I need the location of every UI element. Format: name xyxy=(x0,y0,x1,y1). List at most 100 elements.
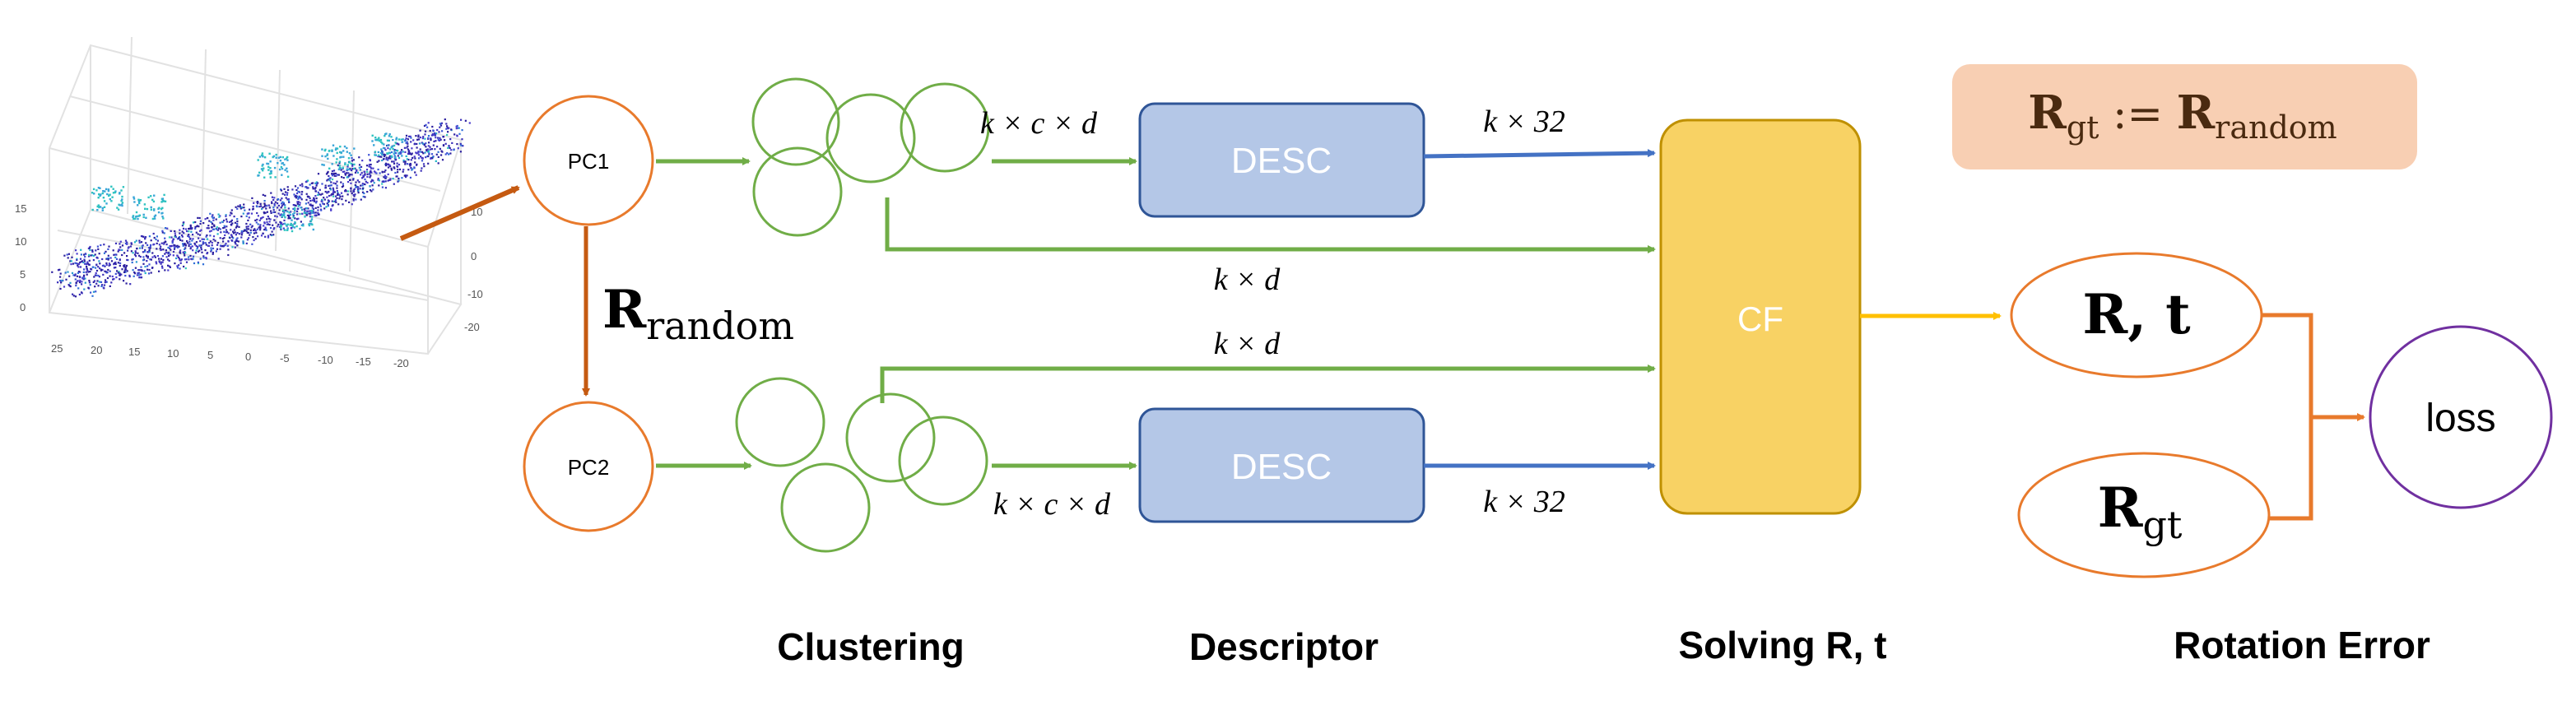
cloud-point xyxy=(386,139,389,142)
cloud-point xyxy=(319,193,322,196)
cloud-point xyxy=(73,274,77,276)
cloud-point xyxy=(219,244,222,247)
cloud-point xyxy=(328,150,331,152)
cloud-point xyxy=(262,169,264,172)
cloud-point xyxy=(179,252,182,254)
cloud-point xyxy=(133,241,137,244)
cloud-point xyxy=(153,255,156,258)
cloud-point xyxy=(431,156,435,159)
cloud-point xyxy=(242,212,244,215)
cloud-point xyxy=(245,222,248,225)
cloud-point xyxy=(97,266,100,268)
cloud-point xyxy=(245,230,248,233)
cloud-point xyxy=(323,198,326,201)
cloud-point xyxy=(219,248,221,250)
cloud-point xyxy=(195,244,198,248)
cloud-point xyxy=(189,248,192,250)
cloud-point xyxy=(317,182,319,184)
cloud-point xyxy=(330,184,332,187)
cloud-point xyxy=(411,169,413,171)
cloud-point xyxy=(101,209,104,211)
cloud-point xyxy=(435,132,438,135)
cloud-point xyxy=(349,179,351,181)
cloud-point xyxy=(279,221,281,223)
cluster-group-bottom xyxy=(735,377,988,553)
cloud-point xyxy=(167,269,170,272)
cloud-point xyxy=(392,139,394,142)
cloud-point xyxy=(385,165,388,167)
cloud-point xyxy=(245,215,248,217)
plot-z-ticks: 10 0 -10 -20 xyxy=(464,206,483,333)
plot-x-ticks: 25 20 15 10 5 0 -5 -10 -15 -20 xyxy=(51,342,409,369)
cloud-point xyxy=(195,241,198,244)
cloud-point xyxy=(288,211,291,214)
cloud-point xyxy=(407,169,410,171)
plot-x-tick: 25 xyxy=(51,342,63,355)
cloud-point xyxy=(262,232,264,234)
cloud-point xyxy=(409,176,412,179)
cloud-point xyxy=(296,192,299,195)
cloud-point xyxy=(130,250,133,253)
cloud-point xyxy=(58,268,61,271)
cloud-point xyxy=(286,214,289,216)
cloud-point xyxy=(153,194,156,197)
cloud-point xyxy=(137,215,140,217)
cloud-point xyxy=(124,275,127,277)
cloud-point xyxy=(398,152,401,155)
cloud-point xyxy=(309,213,312,216)
cloud-point xyxy=(280,224,282,226)
cloud-point xyxy=(143,250,146,253)
cloud-point xyxy=(439,138,442,141)
cloud-point xyxy=(386,163,388,165)
cloud-point xyxy=(301,212,304,215)
cloud-point xyxy=(461,138,463,141)
cloud-point xyxy=(371,140,374,142)
cloud-point xyxy=(261,165,263,167)
cloud-point xyxy=(69,281,72,284)
cloud-point xyxy=(114,272,117,275)
cloud-point xyxy=(161,261,164,263)
cloud-point xyxy=(269,227,272,230)
cloud-point xyxy=(76,253,78,255)
cloud-point xyxy=(150,239,152,242)
cloud-point xyxy=(225,229,228,231)
cloud-point xyxy=(188,228,190,230)
cloud-point xyxy=(362,174,365,177)
cloud-point xyxy=(163,193,165,197)
cloud-point xyxy=(370,163,372,166)
cloud-point xyxy=(135,211,138,214)
cloud-point xyxy=(384,180,387,183)
cloud-point xyxy=(388,148,392,151)
cloud-point xyxy=(268,152,271,155)
cloud-point xyxy=(300,193,303,196)
cloud-point xyxy=(95,269,99,272)
cloud-point xyxy=(398,164,401,166)
cloud-point xyxy=(95,189,98,192)
cloud-point xyxy=(442,144,445,147)
cloud-point xyxy=(160,261,163,263)
cloud-point xyxy=(398,177,400,180)
cloud-point xyxy=(88,259,91,262)
cloud-point xyxy=(377,179,379,181)
cloud-point xyxy=(237,205,239,207)
cloud-point xyxy=(299,202,301,204)
cloud-point xyxy=(299,203,301,207)
cloud-point xyxy=(138,239,141,242)
cloud-point xyxy=(384,162,388,165)
cloud-point xyxy=(417,151,420,153)
cloud-point xyxy=(66,253,68,256)
cloud-point xyxy=(381,142,384,145)
cloud-point xyxy=(180,234,184,236)
cloud-point xyxy=(63,254,66,257)
cloud-point xyxy=(89,271,91,273)
cloud-point xyxy=(336,151,338,155)
cloud-point xyxy=(428,142,430,144)
cloud-point xyxy=(132,215,135,217)
cloud-point xyxy=(236,222,239,225)
cloud-point xyxy=(206,227,208,230)
cloud-point xyxy=(249,229,252,231)
cloud-point xyxy=(310,182,313,184)
cloud-point xyxy=(405,134,408,137)
cloud-point xyxy=(182,244,184,247)
cloud-point xyxy=(425,150,428,152)
